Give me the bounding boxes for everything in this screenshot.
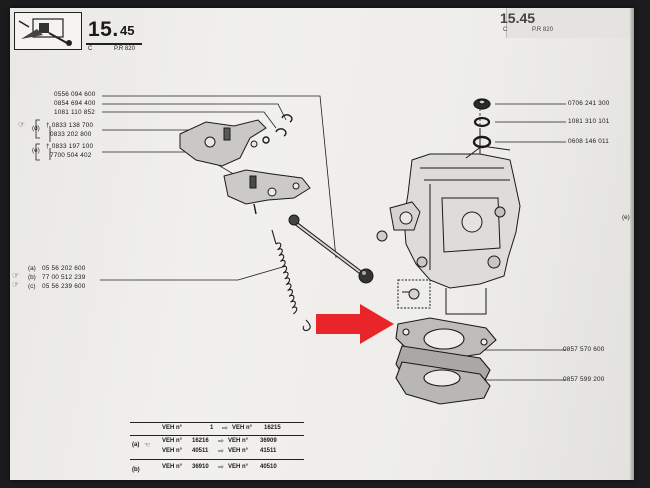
next-page-number: 15.45 xyxy=(500,10,536,26)
arrow-right-icon: ⇨ xyxy=(218,438,224,445)
arrow-right-icon: ⇨ xyxy=(218,448,224,455)
hand-pointer-icon: ☞ xyxy=(18,120,26,129)
part-number-5: 0833 202 800 xyxy=(50,131,92,138)
spring-part-c: 05 56 239 600 xyxy=(42,283,86,290)
part-number-right-2: 1081 310 101 xyxy=(568,118,610,125)
margin-mark: (e) xyxy=(622,214,630,221)
page-number-section: 15. xyxy=(88,18,119,41)
part-number-right-5: 0857 599 200 xyxy=(563,376,605,383)
red-arrow-icon xyxy=(316,304,394,344)
arrow-right-icon: ⇨ xyxy=(218,464,224,471)
carburetor-exploded-diagram xyxy=(35,95,566,405)
table-row: (a) ☜ VEH n° 16216 ⇨ VEH n° 36909 xyxy=(132,438,277,449)
table-rule xyxy=(130,435,304,437)
variant-letter: C xyxy=(88,46,93,52)
catalog-page: 15. 45 C P.R 820 15.45 C P.R 820 xyxy=(10,8,634,480)
table-row: VEH n° 40511 ⇨ VEH n° 41511 xyxy=(162,448,277,455)
arrow-right-icon: ⇨ xyxy=(222,425,228,432)
page-edge-shadow xyxy=(630,8,634,480)
part-number-right-3: 0608 146 011 xyxy=(568,138,610,145)
part-number-1: 0556 094 600 xyxy=(54,91,96,98)
vehicle-range-table: VEH n° 1 ⇨ VEH n° 16215 (a) ☜ VEH n° 162… xyxy=(130,422,304,478)
table-rule xyxy=(130,459,304,461)
part-number-right-4: 0857 570 600 xyxy=(563,346,605,353)
group-label-e: (e) xyxy=(32,147,40,154)
part-number-2: 0854 694 400 xyxy=(54,100,96,107)
part-number-3: 1081 110 852 xyxy=(54,109,96,116)
spring-part-b: 77 00 512 239 xyxy=(42,274,86,281)
throttle-linkage-thumbnail-icon xyxy=(14,12,82,50)
spring-label-a: (a) xyxy=(28,265,36,272)
table-row: (b) VEH n° 36910 ⇨ VEH n° 40510 xyxy=(132,464,277,473)
page-number-subsection: 45 xyxy=(120,23,135,38)
header-rule xyxy=(86,43,142,45)
spring-label-b: (b) xyxy=(28,274,36,281)
part-number-4: † 0833 138 700 xyxy=(46,122,94,129)
part-number-right-1: 0706 241 300 xyxy=(568,100,610,107)
model-code: P.R 820 xyxy=(114,46,135,52)
spring-label-c: (c) xyxy=(28,283,36,290)
hand-pointer-icon: ☞ xyxy=(12,280,20,289)
table-row: VEH n° 1 ⇨ VEH n° 16215 xyxy=(162,425,281,432)
part-number-6: † 0833 197 100 xyxy=(46,143,94,150)
spring-part-a: 05 56 202 600 xyxy=(42,265,86,272)
next-model-code: P.R 820 xyxy=(532,27,553,33)
next-page-edge xyxy=(506,8,634,38)
table-rule xyxy=(130,422,304,424)
next-variant-letter: C xyxy=(503,27,508,33)
hand-pointer-icon: ☜ xyxy=(144,442,151,449)
part-number-7: 7700 504 402 xyxy=(50,152,92,159)
hand-pointer-icon: ☞ xyxy=(12,271,20,280)
group-label-d: (d) xyxy=(32,125,40,132)
